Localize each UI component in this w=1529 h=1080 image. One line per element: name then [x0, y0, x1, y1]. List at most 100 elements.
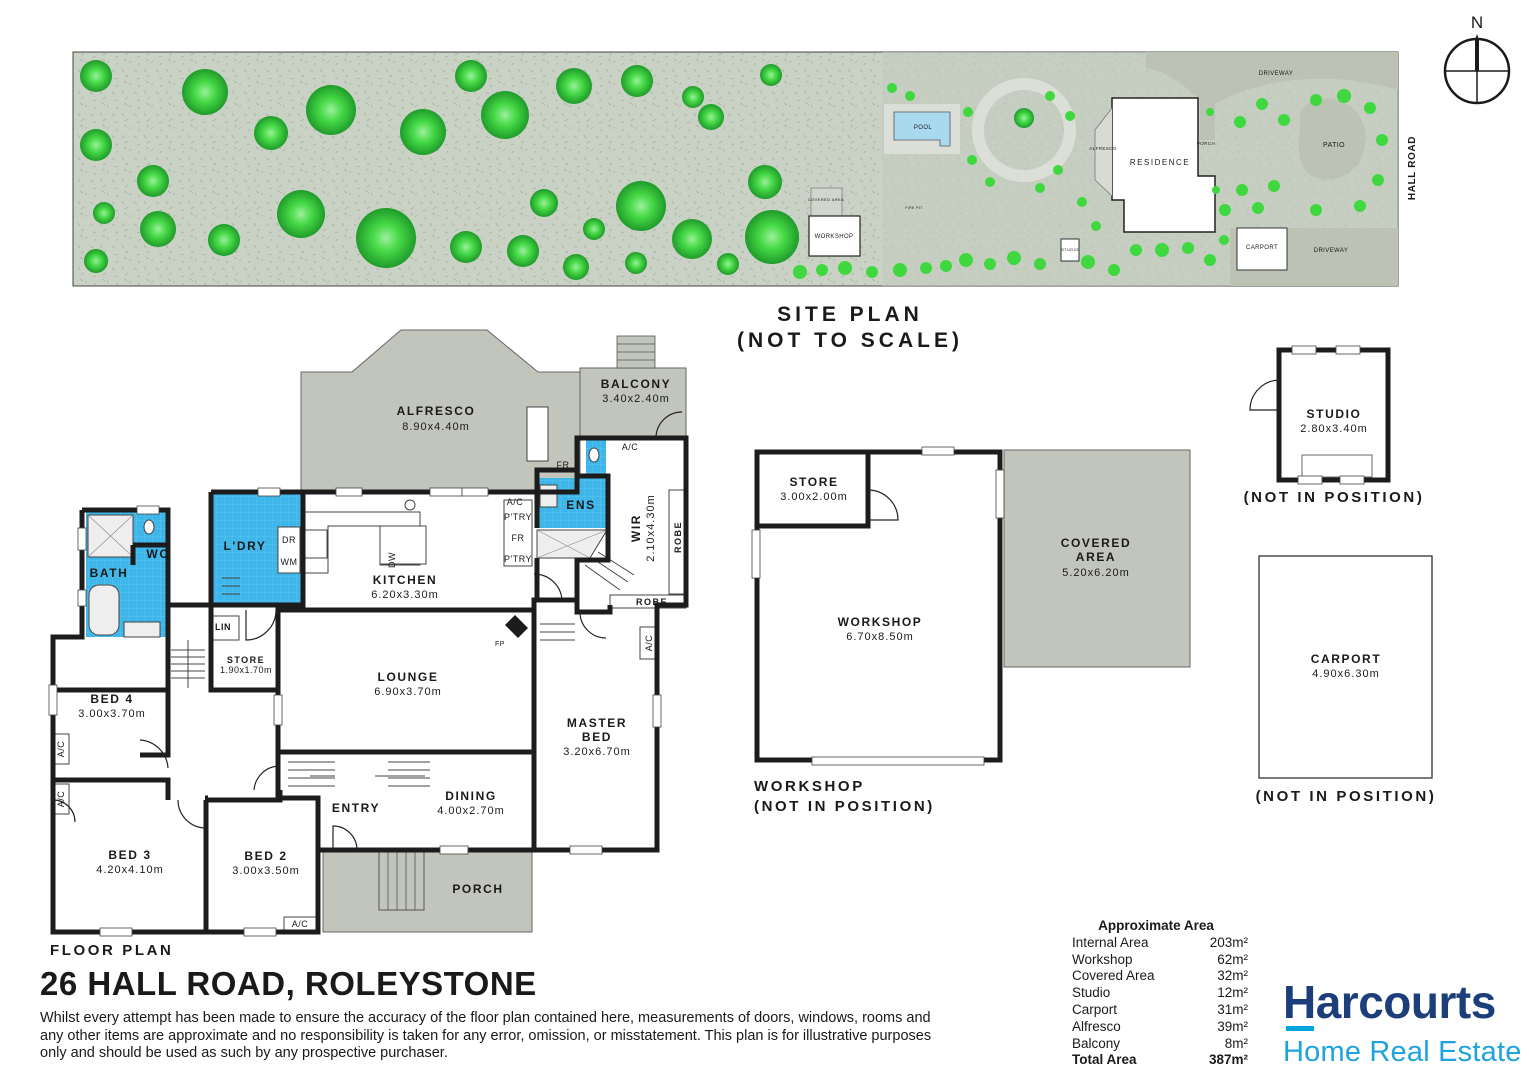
fireplace-label: FP	[495, 641, 505, 648]
door-swings	[52, 411, 683, 851]
area-row-value: 8m²	[1224, 1035, 1248, 1051]
studio-window-3	[1297, 475, 1323, 485]
area-row-value: 12m²	[1217, 985, 1248, 1001]
master-dim: 3.20x6.70m	[563, 746, 630, 758]
entry-label: ENTRY	[332, 801, 380, 815]
site-alfresco-label: ALFRESCO	[1089, 146, 1117, 151]
pantry-label-1: P'TRY	[504, 512, 532, 522]
site-trees	[80, 60, 1034, 280]
balcony-dim: 3.40x2.40m	[602, 393, 669, 405]
area-row-label: Studio	[1072, 985, 1111, 1001]
bed4-label: BED 4	[90, 692, 133, 706]
bed2-dim: 3.00x3.50m	[232, 865, 299, 877]
area-total-label: Total Area	[1072, 1052, 1137, 1068]
covered-area-dim: 5.20x6.20m	[1062, 567, 1129, 579]
site-porch-label: PORCH	[1197, 141, 1215, 146]
driveway-top-area	[1146, 52, 1398, 140]
site-pool-label: POOL	[914, 125, 933, 131]
studio-dim: 2.80x3.40m	[1300, 423, 1367, 435]
stair-lines	[171, 551, 635, 787]
workshop-window-right	[995, 469, 1005, 519]
house-walls	[50, 435, 689, 935]
studio-window-4	[1339, 475, 1365, 485]
bath-label: BATH	[90, 566, 129, 580]
workshop-dim: 6.70x8.50m	[846, 631, 913, 643]
linen-label: LIN	[215, 622, 231, 632]
porch-stairs	[378, 849, 425, 911]
kitchen-sink	[404, 499, 416, 511]
carport-outline	[1258, 555, 1433, 779]
cooktop	[304, 529, 328, 559]
studio-label: STUDIO	[1307, 407, 1362, 421]
covered-area-label-line2: AREA	[1076, 550, 1116, 564]
property-address: 26 HALL ROAD, ROLEYSTONE	[40, 965, 537, 1002]
area-table-title: Approximate Area	[1098, 918, 1214, 933]
porch-label: PORCH	[452, 882, 503, 896]
cupboards	[52, 489, 688, 932]
site-shrubs	[793, 83, 1388, 279]
robe-label-2: ROBE	[636, 597, 668, 607]
site-plan: POOL RESIDENCE ALFRESCO PORCH CARPORT DR…	[72, 51, 1418, 287]
fireplace	[505, 615, 528, 638]
vanity	[123, 621, 161, 638]
workshop-window-left	[751, 529, 761, 579]
area-row-label: Carport	[1072, 1001, 1118, 1017]
site-studio-label: STUDIO	[1061, 247, 1079, 252]
carport-dim: 4.90x6.30m	[1312, 668, 1379, 680]
store-dim: 1.90x1.70m	[220, 665, 272, 675]
studio-door	[1249, 379, 1280, 411]
kitchen-dim: 6.20x3.30m	[371, 589, 438, 601]
brand-subtitle: Home Real Estate	[1283, 1036, 1522, 1068]
site-plan-subtitle: (NOT TO SCALE)	[737, 329, 963, 352]
ac-label-ens: A/C	[622, 442, 639, 452]
area-total-row: Total Area 387m²	[1072, 1052, 1248, 1069]
brand-logo: Harcourts Home Real Estate	[1283, 976, 1522, 1068]
area-row-value: 39m²	[1217, 1018, 1248, 1034]
ensuite-toilet	[588, 447, 600, 463]
wir-label: WIR	[629, 514, 643, 542]
bed3-label: BED 3	[108, 848, 151, 862]
wc-label: WC	[146, 547, 169, 561]
area-row: Studio 12m²	[1072, 985, 1248, 1002]
dining-dim: 4.00x2.70m	[437, 805, 504, 817]
kitchen-island	[379, 525, 427, 565]
fridge-label-alfresco: FR	[557, 460, 570, 470]
toilet	[143, 519, 155, 535]
ensuite-vanity	[539, 484, 558, 508]
area-row-label: Alfresco	[1072, 1018, 1121, 1034]
site-studio	[1060, 238, 1080, 262]
store-label: STORE	[227, 655, 265, 665]
carport-label: CARPORT	[1311, 652, 1382, 666]
alfresco-label: ALFRESCO	[397, 404, 476, 418]
circular-path	[972, 78, 1076, 182]
carport-plan: CARPORT 4.90x6.30m (NOT IN POSITION)	[1256, 555, 1434, 805]
bed2-label: BED 2	[244, 849, 287, 863]
bathtub	[88, 584, 120, 636]
studio-note: (NOT IN POSITION)	[1244, 489, 1425, 506]
workshop-label: WORKSHOP	[838, 615, 923, 629]
workshop-store-walls	[757, 452, 871, 529]
floor-plan: ALFRESCO 8.90x4.40m BALCONY 3.40x2.40m K…	[48, 329, 689, 959]
brand-accent-bar	[1286, 1026, 1314, 1031]
patio-area	[1298, 98, 1366, 180]
bbq-bench	[526, 406, 549, 462]
area-row-label: Workshop	[1072, 951, 1133, 967]
bed3-dim: 4.20x4.10m	[96, 864, 163, 876]
area-row-value: 203m²	[1209, 934, 1248, 950]
dining-label: DINING	[445, 789, 497, 803]
workshop-store-door	[867, 489, 899, 521]
laundry-label: L'DRY	[223, 539, 266, 553]
workshop-window-top	[921, 446, 955, 456]
area-total-value: 387m²	[1208, 1052, 1248, 1068]
workshop-note-line1: WORKSHOP	[754, 778, 865, 795]
studio-plan: STUDIO 2.80x3.40m (NOT IN POSITION)	[1244, 345, 1425, 506]
covered-area	[1003, 449, 1191, 668]
site-workshop-label: WORKSHOP	[815, 234, 854, 240]
compass-north-label: N	[1471, 13, 1483, 32]
site-residence	[1111, 97, 1216, 233]
